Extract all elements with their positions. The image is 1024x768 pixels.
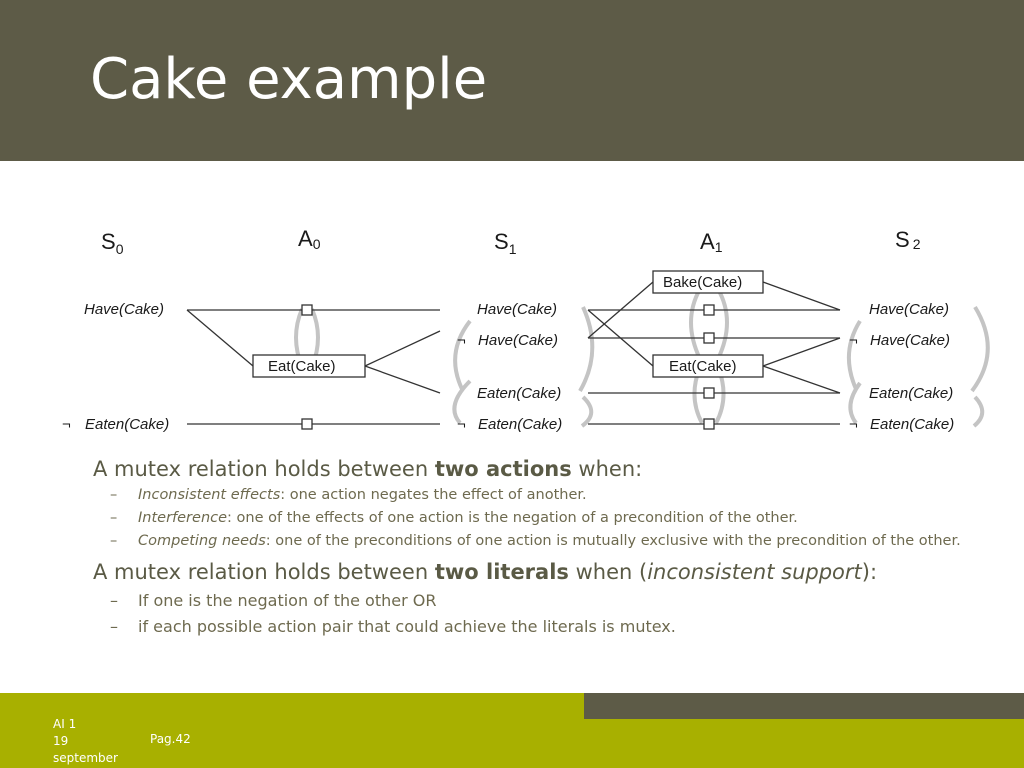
negation-symbol: ¬ (457, 416, 466, 433)
action-box-eat-a0 (252, 354, 366, 378)
bullet-two-actions: A mutex relation holds between two actio… (93, 457, 643, 481)
noop-square (301, 418, 313, 430)
action-bake-a1: Bake(Cake) (663, 274, 742, 291)
action-box-bake-a1 (652, 270, 764, 294)
negation-symbol: ¬ (457, 332, 466, 349)
noop-squares (301, 304, 715, 430)
slide-title: Cake example (90, 47, 488, 112)
sub-bullet-negation: –If one is the negation of the other OR (110, 591, 437, 610)
bullet-two-literals: A mutex relation holds between two liter… (93, 560, 878, 584)
mutex-arc (972, 395, 985, 428)
action-box-eat-a1 (652, 354, 764, 378)
sub-bullet-inconsistent-effects: –Inconsistent effects: one action negate… (110, 487, 587, 503)
negation-symbol: ¬ (849, 332, 858, 349)
literal-s2-not-have: Have(Cake) (870, 332, 950, 349)
literal-s2-have: Have(Cake) (869, 301, 949, 318)
negation-symbol: ¬ (849, 416, 858, 433)
mutex-arc (580, 395, 594, 428)
footer-month: september (53, 751, 118, 765)
mutex-arc (452, 379, 472, 425)
header-bar: Cake example (0, 0, 1024, 161)
level-label-s0: S0 (101, 229, 124, 257)
footer-accent-bar (584, 693, 1024, 719)
negation-symbol: ¬ (62, 416, 71, 433)
sub-bullet-action-pair: –if each possible action pair that could… (110, 617, 676, 636)
mutex-arc (689, 288, 702, 360)
noop-square (703, 387, 715, 399)
literal-s0-have: Have(Cake) (84, 301, 164, 318)
literal-s2-not-eaten: Eaten(Cake) (870, 416, 954, 433)
level-label-s1: S1 (494, 229, 517, 257)
footer-day: 19 (53, 734, 69, 748)
noop-square (703, 332, 715, 344)
footer-page-number: Pag.42 (150, 732, 191, 746)
footer-course: AI 1 (53, 717, 77, 731)
sub-bullet-interference: –Interference: one of the effects of one… (110, 510, 798, 526)
action-eat-a0: Eat(Cake) (268, 358, 336, 375)
footer-course-date: AI 1 19 september (53, 716, 133, 767)
level-label-a1: A1 (700, 229, 723, 255)
literal-s0-eaten: Eaten(Cake) (85, 416, 169, 433)
mutex-arc (716, 288, 729, 360)
slide-body: A mutex relation holds between two actio… (93, 455, 1008, 644)
mutex-arcs (294, 288, 990, 428)
mutex-arc (578, 306, 595, 392)
noop-square (703, 304, 715, 316)
literal-s1-eaten: Eaten(Cake) (477, 385, 561, 402)
literal-s2-eaten: Eaten(Cake) (869, 385, 953, 402)
noop-square (301, 304, 313, 316)
mutex-arc (453, 319, 472, 390)
mutex-arc (848, 381, 862, 425)
action-eat-a1: Eat(Cake) (669, 358, 737, 375)
level-label-a0: A0 (298, 226, 321, 252)
noop-square (703, 418, 715, 430)
mutex-arc (970, 305, 990, 393)
literal-s1-not-eaten: Eaten(Cake) (478, 416, 562, 433)
literal-s1-have: Have(Cake) (477, 301, 557, 318)
mutex-arc (846, 319, 862, 390)
literal-s1-not-have: Have(Cake) (478, 332, 558, 349)
sub-bullet-competing-needs: –Competing needs: one of the preconditio… (110, 533, 961, 549)
